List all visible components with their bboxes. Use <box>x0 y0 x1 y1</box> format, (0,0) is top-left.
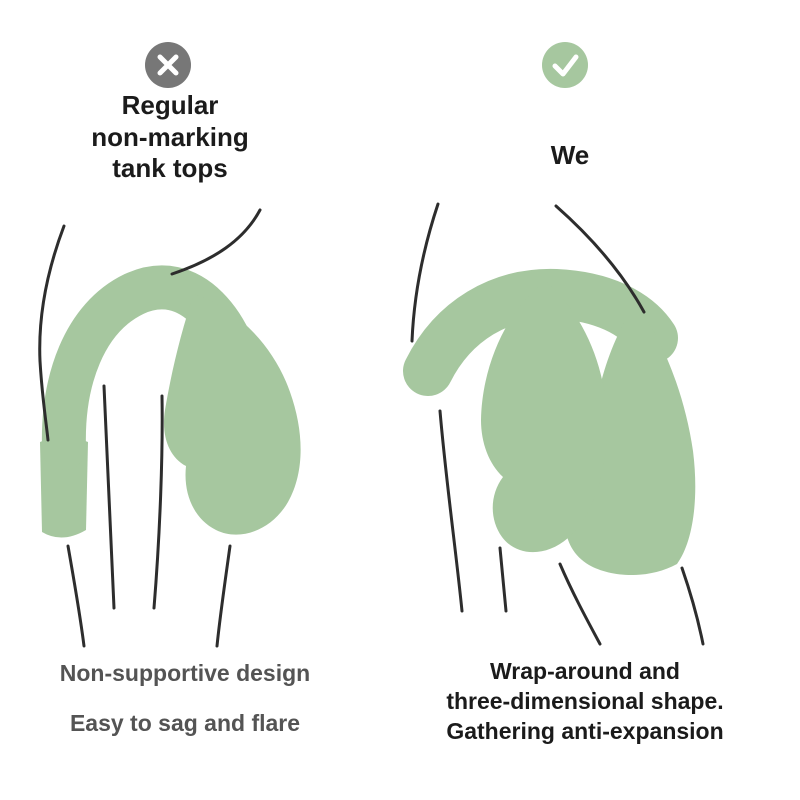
right-heading: We <box>550 140 590 170</box>
tank-cup-shape <box>163 294 301 535</box>
neck-line <box>410 202 440 343</box>
bra-cup-shape <box>481 281 608 553</box>
right-caption: Wrap-around and three-dimensional shape.… <box>446 658 724 744</box>
hip-line <box>66 544 86 648</box>
arm-line <box>438 409 464 613</box>
neck-line <box>170 208 262 276</box>
arm-line <box>102 384 116 610</box>
arm-line <box>498 546 508 613</box>
left-caption-2: Easy to sag and flare <box>69 710 301 736</box>
check-icon-circle <box>542 42 588 88</box>
arm-line <box>152 394 164 610</box>
torso-line <box>215 544 232 648</box>
check-icon <box>542 42 588 88</box>
left-illustration <box>38 208 301 648</box>
hip-line <box>680 566 705 646</box>
left-caption-1: Non-supportive design <box>59 660 311 686</box>
shoulder-back-line <box>554 204 646 314</box>
left-heading: Regular non-marking tank tops <box>91 90 249 184</box>
bra-back-panel-shape <box>565 304 696 576</box>
torso-line <box>558 562 602 646</box>
check-icon-mark <box>552 54 579 77</box>
right-illustration <box>403 202 705 646</box>
back-line <box>38 224 66 442</box>
x-icon <box>145 42 191 88</box>
x-icon-mark <box>157 54 179 76</box>
